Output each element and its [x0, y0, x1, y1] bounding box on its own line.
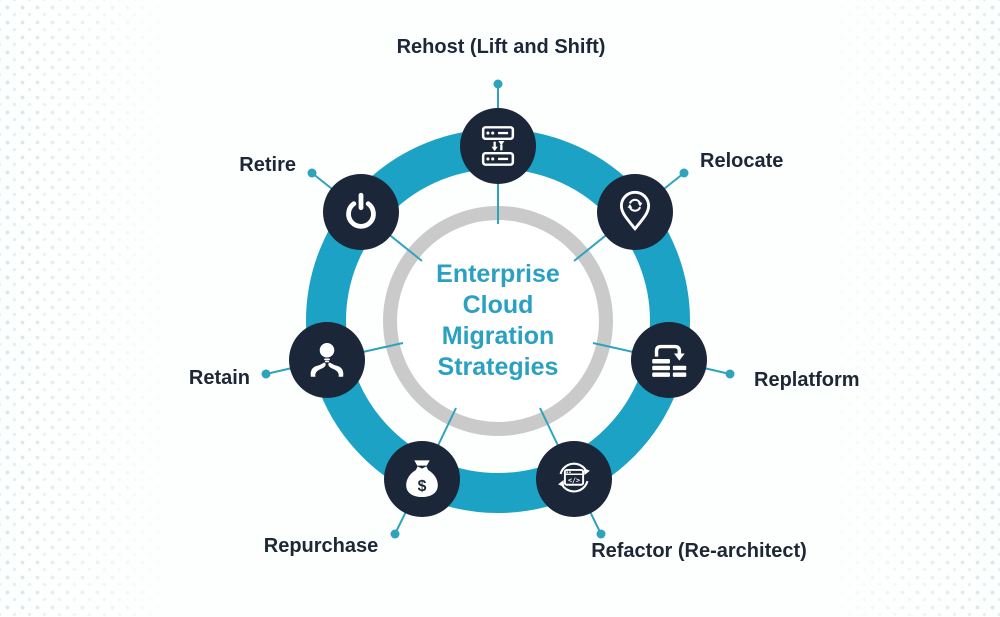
- hub-title-line-3: Migration: [441, 322, 555, 350]
- label-retain: Retain: [188, 367, 250, 389]
- svg-text:$: $: [418, 478, 427, 495]
- code-window-refresh-icon: </>: [558, 462, 590, 493]
- hands-holding-lightbulb-icon: [310, 342, 344, 377]
- hub-title-line-4: Strategies: [437, 353, 559, 381]
- strategy-node-repurchase: $: [384, 441, 460, 517]
- hub-title: Enterprise Cloud Migration Strategies: [388, 259, 608, 383]
- servers-transfer-icon: [481, 126, 515, 166]
- strategy-node-retain: [289, 322, 365, 398]
- money-bag-icon: $: [406, 460, 438, 498]
- strategy-node-relocate: [597, 174, 673, 250]
- label-relocate: Relocate: [700, 150, 784, 172]
- strategy-node-refactor: </>: [536, 441, 612, 517]
- label-refactor: Refactor (Re-architect): [591, 540, 807, 562]
- layers-move-arrow-icon: [652, 344, 687, 377]
- power-button-icon: [346, 192, 376, 229]
- hub-title-line-2: Cloud: [462, 291, 534, 319]
- strategy-node-replatform: [631, 322, 707, 398]
- location-pin-sync-icon: [619, 190, 651, 232]
- strategy-node-retire: [323, 174, 399, 250]
- svg-text:</>: </>: [568, 477, 580, 485]
- strategy-node-rehost: [460, 108, 536, 184]
- label-rehost: Rehost (Lift and Shift): [396, 36, 606, 58]
- label-retire: Retire: [239, 154, 296, 176]
- leader-dots: [261, 79, 735, 539]
- label-replatform: Replatform: [754, 369, 860, 391]
- hub-title-line-1: Enterprise: [436, 260, 560, 288]
- label-repurchase: Repurchase: [263, 535, 379, 557]
